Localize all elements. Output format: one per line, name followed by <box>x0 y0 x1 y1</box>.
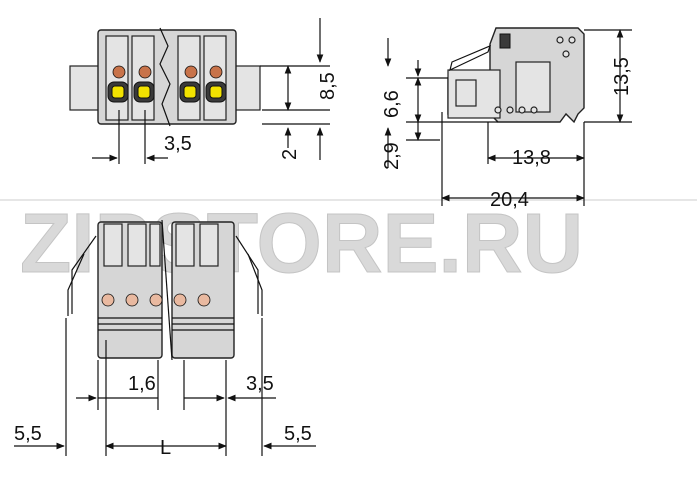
break-line <box>159 27 171 127</box>
side-holes <box>494 36 576 114</box>
bottom-break-line <box>161 219 173 361</box>
right-lever <box>235 235 259 314</box>
dim-side-height: 13,5 <box>611 57 633 96</box>
bottom-view: 1,6 3,5 5,5 L 5,5 <box>14 219 316 459</box>
dim-side-pin-offset: 2,9 <box>381 142 403 170</box>
side-body-inner <box>515 61 551 113</box>
dim-bottom-pitch: 3,5 <box>246 373 274 395</box>
left-flange <box>69 65 101 111</box>
dim-side-total: 20,4 <box>490 189 529 211</box>
dim-bottom-left-margin: 5,5 <box>14 423 42 445</box>
dim-bottom-inner: 1,6 <box>128 373 156 395</box>
left-lever <box>71 235 97 314</box>
top-front-view: 8,5 2 3,5 <box>69 18 339 164</box>
side-latch <box>499 33 511 49</box>
dim-top-offset: 2 <box>279 149 301 160</box>
ribs <box>98 317 234 331</box>
release-lever <box>449 44 491 72</box>
side-view: 13,5 6,6 2,9 13,8 20,4 <box>381 27 633 211</box>
release-buttons <box>107 81 227 103</box>
dim-top-pitch: 3,5 <box>164 133 192 155</box>
dim-bottom-length: L <box>160 437 171 459</box>
dim-side-depth: 13,8 <box>512 147 551 169</box>
contact-openings <box>112 65 223 79</box>
dim-top-height: 8,5 <box>317 72 339 100</box>
dim-bottom-right-margin: 5,5 <box>284 423 312 445</box>
side-plug-window <box>455 79 477 107</box>
dim-side-pin-height: 6,6 <box>381 90 403 118</box>
bottom-contacts <box>101 293 211 307</box>
